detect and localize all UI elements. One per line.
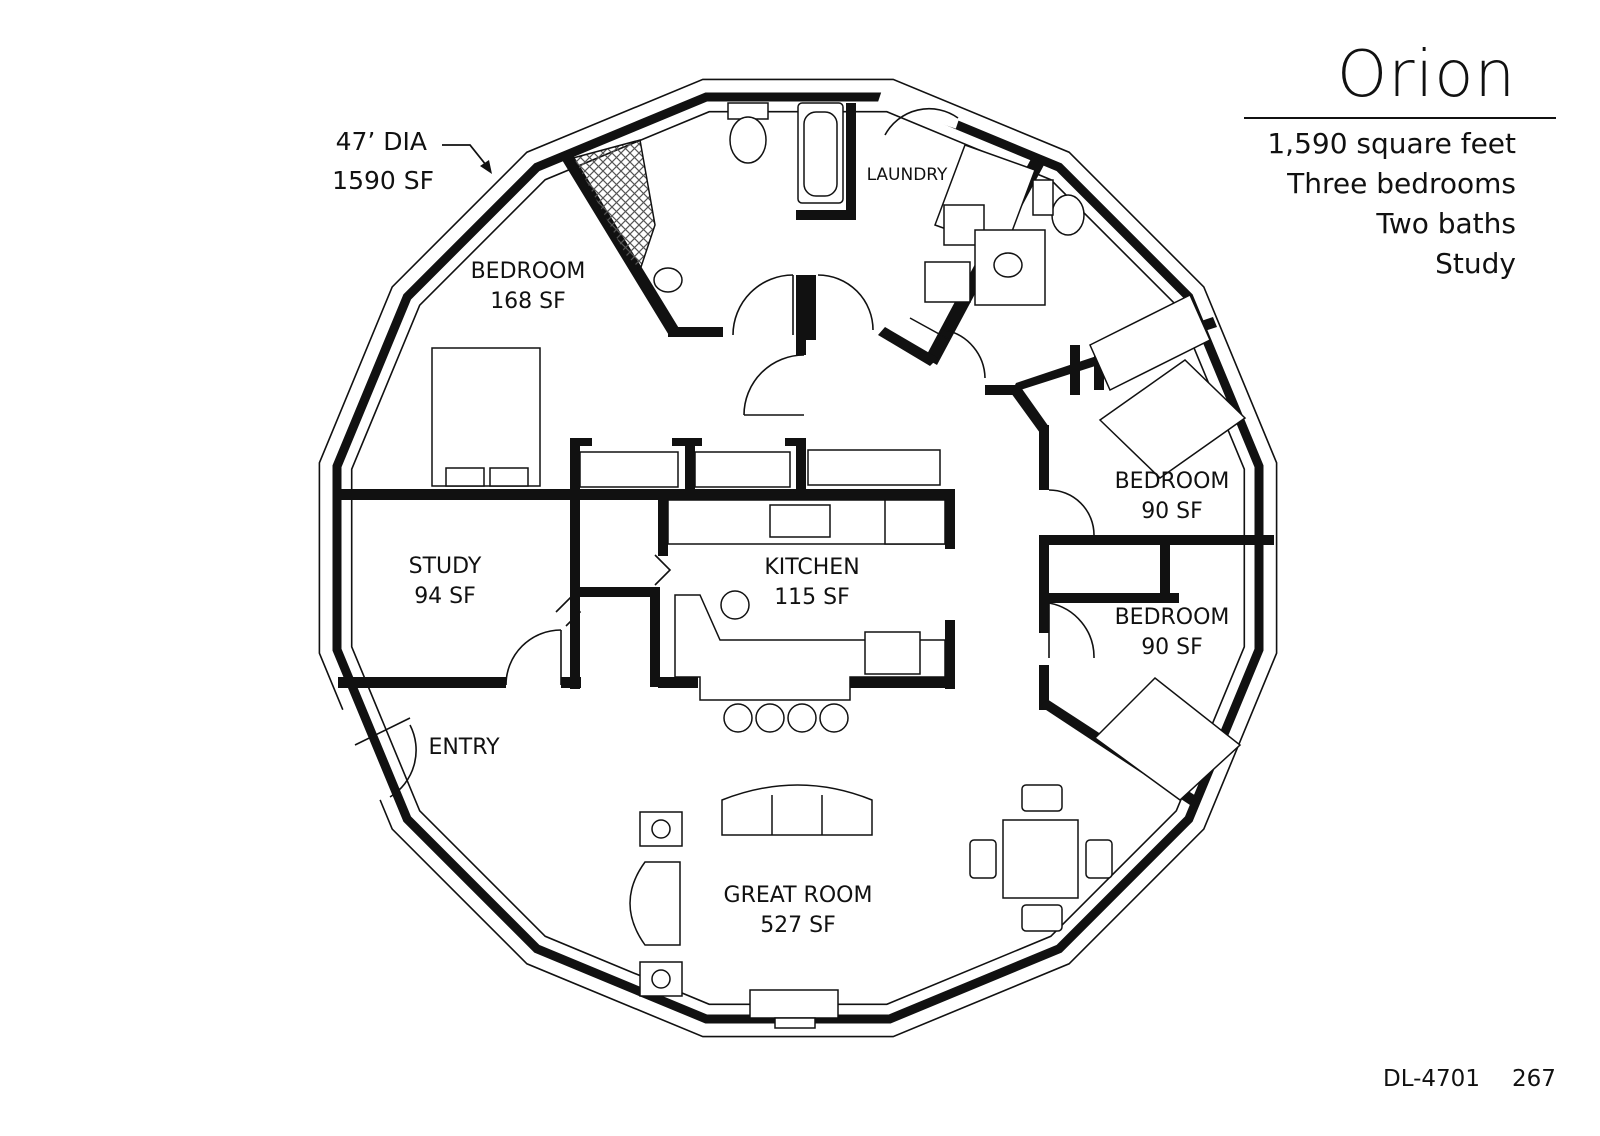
- sofa-icon: [629, 861, 681, 946]
- callout-arrow: [442, 144, 491, 171]
- wood-counter: [807, 449, 941, 486]
- spec-baths: Two baths: [1376, 207, 1516, 240]
- door-opening-0: [331, 708, 387, 804]
- room-area-bedroom-main: 168 SF: [490, 289, 566, 314]
- sofa-icon: [721, 784, 873, 836]
- room-name-laundry: LAUNDRY: [867, 165, 948, 185]
- room-name-bedroom-upper: BEDROOM: [1115, 469, 1230, 494]
- page-number: 267: [1512, 1066, 1556, 1092]
- stool-icon: [723, 703, 753, 733]
- dome-ring-1: [332, 92, 1264, 1024]
- room-name-entry: ENTRY: [428, 735, 500, 760]
- chair-icon: [969, 839, 997, 879]
- dome-area-label: 1590 SF: [332, 166, 434, 195]
- sink-icon: [653, 267, 683, 293]
- room-name-great-room: GREAT ROOM: [724, 883, 873, 908]
- dome-outline: [318, 78, 1278, 1038]
- dome-ring-2: [350, 110, 1246, 1006]
- bathtub-icon: [1089, 293, 1211, 392]
- room-area-study: 94 SF: [414, 584, 476, 609]
- kitchen-sink-icon: [769, 504, 831, 538]
- bed-icon: [1093, 676, 1242, 801]
- room-name-bedroom-main: BEDROOM: [471, 259, 586, 284]
- spec-bedrooms: Three bedrooms: [1287, 167, 1516, 200]
- range-icon: [864, 631, 921, 675]
- bed-icon: [1098, 359, 1247, 479]
- dome-ring-0: [318, 78, 1278, 1038]
- spec-square-feet: 1,590 square feet: [1267, 127, 1516, 160]
- plan-code: DL-4701: [1383, 1066, 1480, 1092]
- room-area-great-room: 527 SF: [760, 913, 836, 938]
- arrowhead-icon: [480, 160, 492, 174]
- room-area-kitchen: 115 SF: [774, 585, 850, 610]
- plan-title: Orion: [1336, 38, 1516, 112]
- room-area-bedroom-lower: 90 SF: [1141, 635, 1203, 660]
- chair-icon: [1085, 839, 1113, 879]
- spec-study: Study: [1435, 247, 1516, 280]
- sink-icon: [993, 252, 1023, 278]
- stool-icon: [720, 590, 750, 620]
- room-name-study: STUDY: [409, 554, 482, 579]
- toilet-icon: [1051, 194, 1085, 236]
- stool-icon: [787, 703, 817, 733]
- stool-icon: [819, 703, 849, 733]
- room-area-bedroom-upper: 90 SF: [1141, 499, 1203, 524]
- dining-table-icon: [1002, 819, 1079, 899]
- chair-icon: [1021, 784, 1063, 812]
- door-swings: [354, 108, 1095, 798]
- bed-icon: [431, 347, 541, 487]
- room-name-bedroom-lower: BEDROOM: [1115, 605, 1230, 630]
- tv-console-icon: [749, 989, 839, 1019]
- title-rule: [1244, 117, 1556, 119]
- shower-tile-hatch: [571, 139, 656, 272]
- stool-icon: [755, 703, 785, 733]
- dome-diameter-label: 47’ DIA: [336, 127, 427, 156]
- fixtures: [431, 102, 1247, 1029]
- chair-icon: [1021, 904, 1063, 932]
- room-name-kitchen: KITCHEN: [764, 555, 859, 580]
